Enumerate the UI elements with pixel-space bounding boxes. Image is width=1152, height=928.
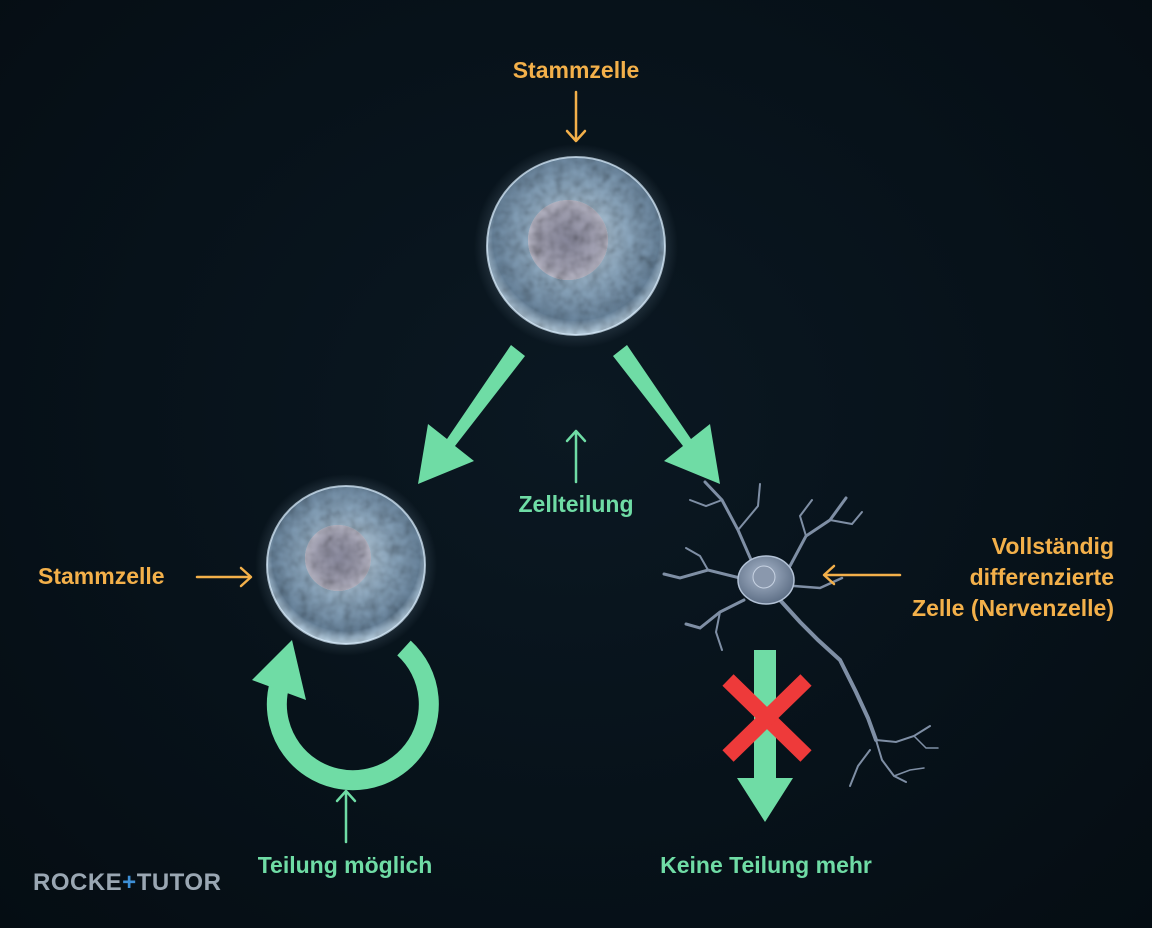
self-renewal-cycle-arrow <box>252 640 439 791</box>
left-stem-cell <box>255 474 437 656</box>
arrow-teilung-moeglich <box>335 789 357 844</box>
top-stem-cell-label: Stammzelle <box>512 57 640 83</box>
arrow-right-label-to-neuron <box>822 564 902 586</box>
arrow-zellteilung <box>565 429 587 484</box>
arrow-left-label-to-cell <box>195 566 253 588</box>
brand-logo: ROCKE+TUTOR <box>33 869 221 897</box>
differentiated-label-line-2: differenzierte <box>969 564 1114 590</box>
no-more-division-label: Keine Teilung mehr <box>660 852 872 878</box>
red-cross-icon <box>722 674 812 762</box>
left-stem-cell-label: Stammzelle <box>38 563 165 589</box>
brand-part-1: ROCKE <box>33 869 123 896</box>
cell-division-label: Zellteilung <box>518 491 634 517</box>
top-stem-cell <box>474 144 678 348</box>
division-possible-label: Teilung möglich <box>257 852 433 878</box>
arrow-division-right <box>613 345 720 484</box>
brand-part-2: TUTOR <box>136 869 222 896</box>
nerve-cell <box>662 480 939 787</box>
differentiated-cell-label: Vollständig differenzierte Zelle (Nerven… <box>860 531 1114 624</box>
differentiated-label-line-1: Vollständig <box>991 533 1114 559</box>
differentiated-label-line-3: Zelle (Nervenzelle) <box>912 595 1114 621</box>
arrow-top-label-to-cell <box>565 90 587 143</box>
brand-plus: + <box>122 869 137 896</box>
arrow-division-left <box>418 345 525 484</box>
